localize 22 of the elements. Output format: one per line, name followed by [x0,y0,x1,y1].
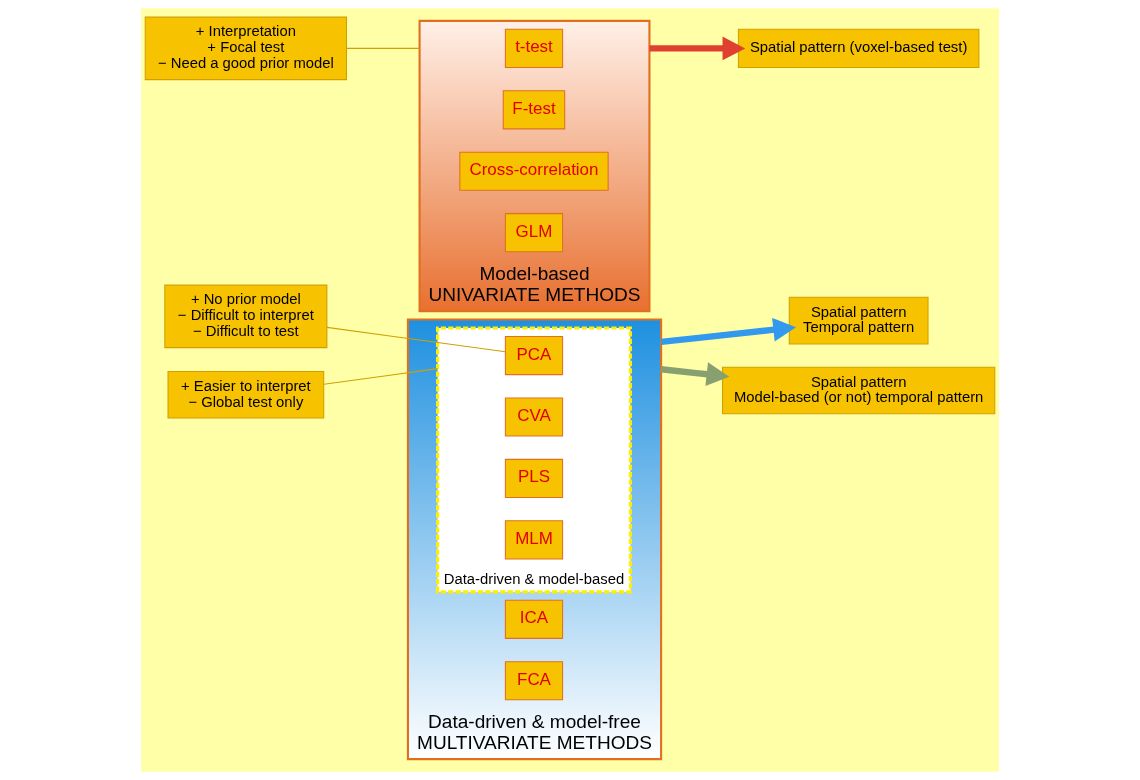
node-box: Spatial pattern (voxel-based test) [737,28,980,68]
arrow [649,36,746,61]
node-box: PCA [504,336,564,376]
connector [323,368,439,385]
node-box: FCA [504,661,564,701]
node-box: t-test [504,28,564,68]
node-box: CVA [504,397,564,437]
node-box: ICA [504,599,564,639]
node-box: MLM [504,520,564,560]
node-box: Cross-correlation [459,151,609,191]
connector [346,47,421,49]
node-box: F-test [502,90,566,130]
node-box: Spatial pattern Model-based (or not) temporal pattern [722,366,996,415]
node-box: + Easier to interpret − Global test only [167,370,325,419]
arrow [660,362,730,387]
node-box: Spatial pattern Temporal pattern [788,296,929,345]
connector [326,326,506,353]
arrow [660,317,796,346]
node-box: PLS [504,458,564,499]
node-box: + No prior model − Difficult to interpret − Difficult to test [164,284,328,349]
node-box: + Interpretation + Focal test − Need a good prior model [144,16,348,81]
node-box: GLM [504,213,564,253]
